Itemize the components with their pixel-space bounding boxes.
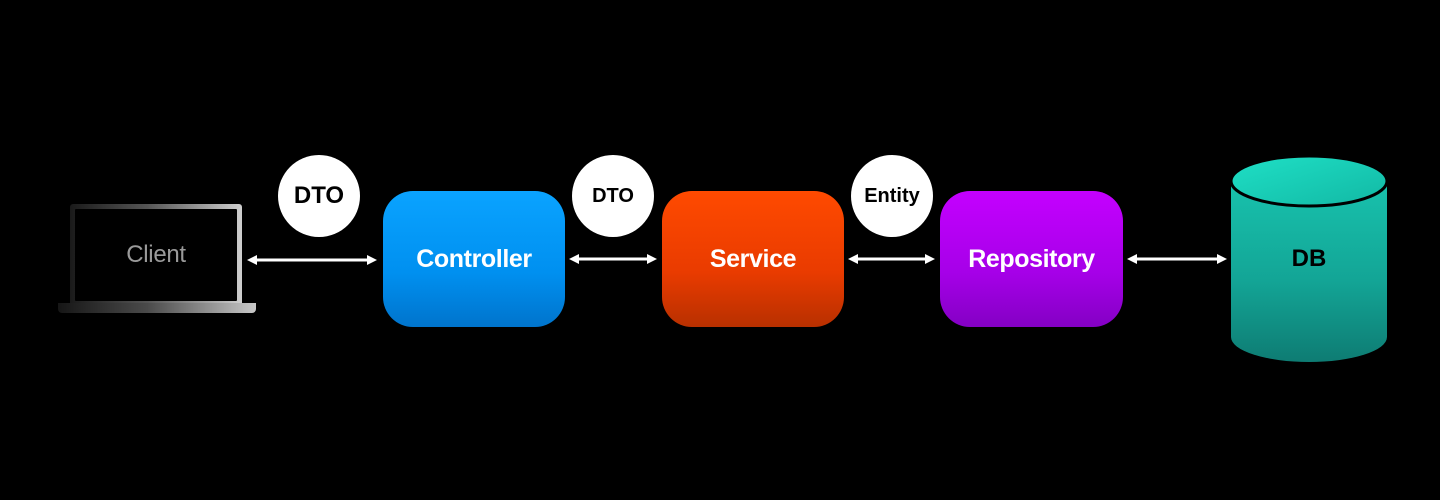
entity-bubble: Entity — [851, 155, 933, 237]
controller-node: Controller — [383, 191, 565, 327]
database-icon — [1230, 155, 1388, 362]
service-node: Service — [662, 191, 844, 327]
db-label: DB — [1291, 245, 1327, 272]
laptop-screen: Client — [75, 209, 237, 301]
controller-label: Controller — [416, 244, 532, 273]
laptop-base — [58, 303, 256, 313]
dto-bubble: DTO — [278, 155, 360, 237]
dto-bubble: DTO — [572, 155, 654, 237]
client-label: Client — [126, 241, 186, 268]
laptop-icon: Client — [70, 204, 242, 306]
repository-node: Repository — [940, 191, 1123, 327]
service-label: Service — [709, 244, 797, 273]
repository-label: Repository — [968, 244, 1095, 273]
